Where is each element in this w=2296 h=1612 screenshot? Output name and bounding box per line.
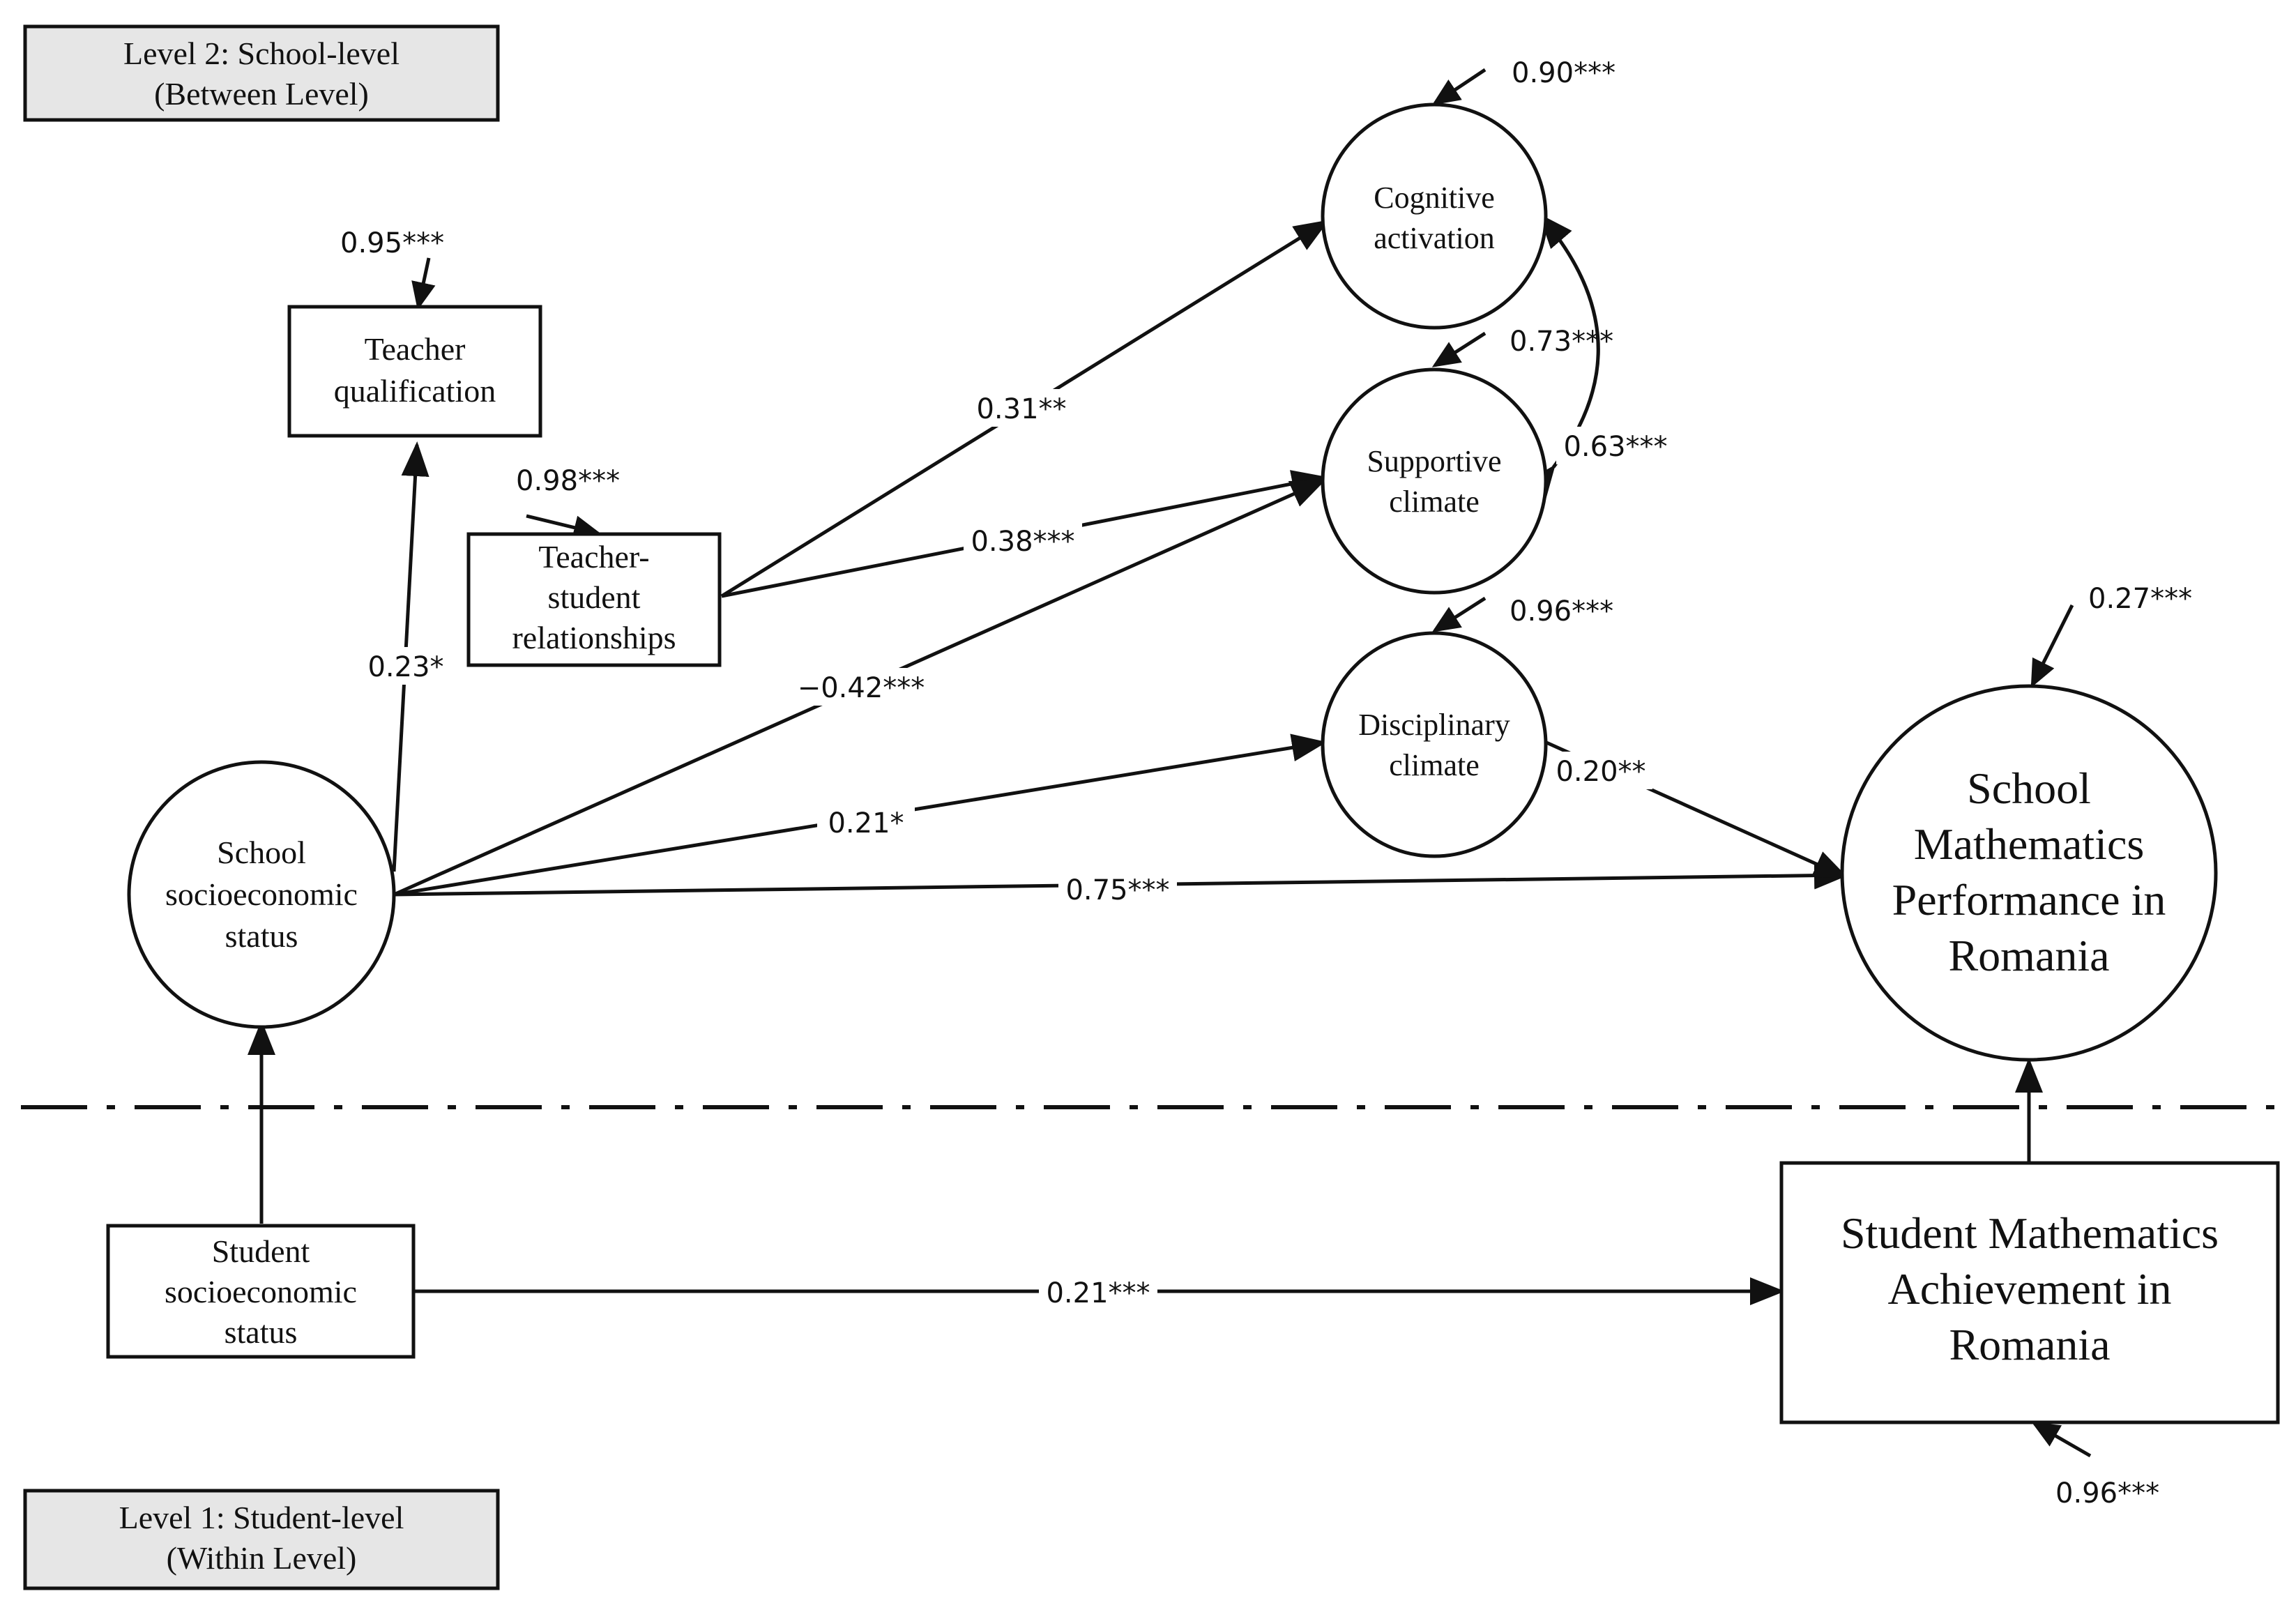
disciplinary-line-1: Disciplinary (1358, 708, 1510, 742)
node-student-math-achievement: Student Mathematics Achievement in Roman… (1779, 1161, 2280, 1424)
teacher-qualification-line-2: qualification (334, 373, 496, 409)
school-math-line-3: Performance in (1892, 875, 2166, 925)
residual-arrow-supportive (1431, 331, 1487, 367)
student-math-line-3: Romania (1949, 1320, 2110, 1369)
school-ses-line-2: socioeconomic (165, 876, 358, 912)
level2-title: Level 2: School-level (123, 36, 400, 71)
coef-ts-supportive: 0.38*** (964, 522, 1082, 559)
coef-ses-supportive-text: −0.42*** (798, 672, 925, 704)
residual-arrow-teacher-qualification (411, 257, 436, 310)
node-cognitive-activation: Cognitive activation (1321, 102, 1548, 330)
coef-covariance-text: 0.63*** (1563, 431, 1667, 463)
residual-label-teacher-student: 0.98*** (516, 465, 620, 497)
school-math-line-2: Mathematics (1914, 819, 2145, 869)
school-math-line-4: Romania (1948, 931, 2109, 980)
teacher-student-line-1: Teacher- (538, 539, 649, 575)
coef-student-ses-student-math-text: 0.21*** (1046, 1277, 1150, 1309)
school-ses-line-1: School (217, 835, 306, 870)
student-math-line-1: Student Mathematics (1841, 1208, 2219, 1258)
cognitive-line-1: Cognitive (1374, 181, 1495, 215)
coef-ses-teacher-qualification: 0.23* (363, 647, 449, 685)
level1-subtitle: (Within Level) (167, 1540, 357, 1576)
coef-covariance: 0.63*** (1556, 427, 1675, 464)
teacher-student-line-3: relationships (512, 620, 676, 655)
residual-arrow-teacher-student (526, 514, 602, 540)
school-math-line-1: School (1967, 763, 2091, 813)
disciplinary-line-2: climate (1389, 748, 1480, 782)
node-school-ses: School socioeconomic status (127, 760, 396, 1029)
residual-arrow-school-math (2030, 604, 2074, 688)
school-ses-line-3: status (225, 918, 298, 954)
level2-label-box: Level 2: School-level (Between Level) (23, 24, 500, 122)
residual-label-cognitive: 0.90*** (1512, 57, 1615, 89)
level1-label-box: Level 1: Student-level (Within Level) (23, 1489, 500, 1590)
coef-ses-disciplinary: 0.21* (817, 803, 915, 841)
supportive-line-1: Supportive (1367, 444, 1501, 478)
coef-ts-supportive-text: 0.38*** (971, 526, 1074, 558)
coef-ses-school-math-text: 0.75*** (1065, 874, 1169, 906)
coef-ts-cognitive: 0.31** (969, 389, 1074, 427)
node-school-math-performance: School Mathematics Performance in Romani… (1840, 684, 2218, 1062)
level1-title: Level 1: Student-level (119, 1500, 404, 1535)
residual-arrow-student-math (2031, 1422, 2092, 1458)
student-ses-line-1: Student (212, 1233, 310, 1269)
node-supportive-climate: Supportive climate (1321, 367, 1548, 595)
node-disciplinary-climate: Disciplinary climate (1321, 631, 1548, 858)
student-math-line-2: Achievement in (1888, 1264, 2172, 1314)
student-ses-line-3: status (225, 1314, 298, 1350)
node-student-ses: Student socioeconomic status (106, 1224, 416, 1359)
node-teacher-qualification: Teacher qualification (287, 305, 542, 438)
supportive-line-2: climate (1389, 485, 1480, 519)
coef-student-ses-student-math: 0.21*** (1039, 1273, 1157, 1311)
coef-ses-school-math: 0.75*** (1058, 870, 1177, 908)
residual-label-supportive: 0.73*** (1510, 326, 1613, 358)
coef-ses-teacher-qualification-text: 0.23* (367, 651, 443, 683)
residual-label-disciplinary: 0.96*** (1510, 595, 1613, 628)
coef-disciplinary-school-math: 0.20** (1549, 752, 1652, 789)
teacher-student-line-2: student (548, 579, 641, 615)
coef-ses-supportive: −0.42*** (791, 668, 931, 706)
coef-ses-disciplinary-text: 0.21* (828, 807, 904, 839)
student-ses-line-2: socioeconomic (165, 1274, 357, 1309)
coef-ts-cognitive-text: 0.31** (976, 393, 1066, 425)
coef-disciplinary-school-math-text: 0.20** (1556, 756, 1645, 788)
level2-subtitle: (Between Level) (154, 76, 369, 112)
teacher-qualification-line-1: Teacher (365, 331, 466, 367)
residual-label-student-math: 0.96*** (2055, 1477, 2159, 1510)
residual-label-teacher-qualification: 0.95*** (340, 227, 444, 259)
residual-arrow-disciplinary (1431, 596, 1487, 632)
cognitive-line-2: activation (1374, 221, 1495, 255)
node-teacher-student-relationships: Teacher- student relationships (466, 532, 722, 667)
residual-label-school-math: 0.27*** (2088, 583, 2192, 615)
residual-arrow-cognitive (1431, 68, 1487, 105)
